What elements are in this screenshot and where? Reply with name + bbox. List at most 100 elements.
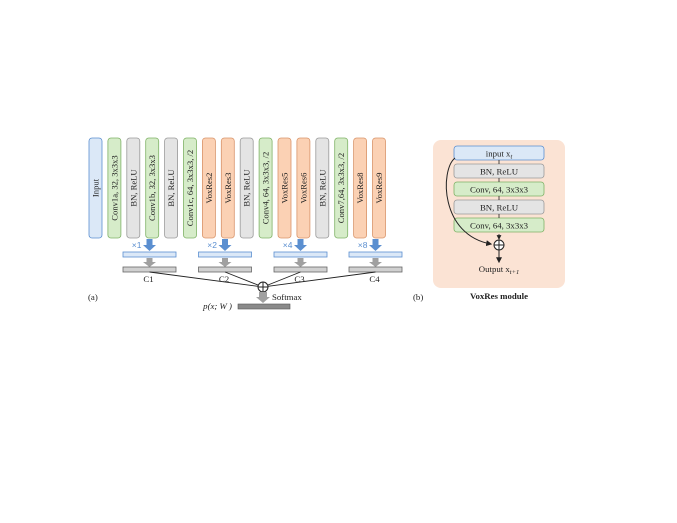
module-block-label: Conv, 64, 3x3x3 bbox=[470, 185, 529, 195]
layer-box bbox=[107, 137, 122, 239]
layer-conv7: Conv7,64, 3x3x3, /2 bbox=[334, 137, 349, 239]
classifier-arrow-head bbox=[218, 262, 232, 267]
upsampled-feature-bar bbox=[198, 251, 252, 258]
classifier-bar bbox=[273, 266, 328, 273]
upsample-arrow-head bbox=[218, 245, 232, 251]
fusion-and-softmax: Softmax p(x; W ) bbox=[202, 281, 302, 311]
classifier-label: C2 bbox=[219, 274, 229, 284]
branch-to-sum-line bbox=[267, 271, 376, 287]
layer-label: VoxRes2 bbox=[204, 173, 214, 204]
module-block-label: BN, ReLU bbox=[480, 203, 519, 213]
layer-label: Input bbox=[91, 178, 101, 197]
branch-scale-label: ×1 bbox=[132, 240, 142, 250]
layer-bn2: BN, ReLU bbox=[164, 137, 179, 239]
upsampled-feature-bar bbox=[348, 251, 403, 258]
layer-voxres2: VoxRes2 bbox=[201, 137, 216, 239]
module-block-label: Conv, 64, 3x3x3 bbox=[470, 221, 529, 231]
layer-label: BN, ReLU bbox=[317, 169, 327, 207]
upsample-arrow-shaft bbox=[222, 239, 228, 245]
classifier-arrow-shaft bbox=[146, 258, 153, 262]
classifier-arrow-shaft bbox=[372, 258, 379, 262]
layer-bn3: BN, ReLU bbox=[239, 137, 254, 239]
layer-label: VoxRes8 bbox=[355, 173, 365, 204]
branch-3: ×4C3 bbox=[267, 239, 328, 286]
layer-stack: Input Conv1a, 32, 3x3x3 BN, ReLU Conv1b, 32… bbox=[88, 137, 386, 239]
module-input-label: input xt bbox=[486, 149, 513, 161]
module-block-label: BN, ReLU bbox=[480, 167, 519, 177]
branch-to-sum-line bbox=[267, 271, 301, 286]
classifier-arrow-head bbox=[143, 262, 156, 267]
module-block-1: BN, ReLU bbox=[453, 163, 545, 179]
skip-connection bbox=[445, 157, 493, 247]
panel-a: (a) Input Conv1a, 32, 3x3x3 BN, ReLU Conv1b… bbox=[88, 137, 403, 311]
layer-label: BN, ReLU bbox=[242, 169, 252, 207]
classifier-arrow-head bbox=[369, 262, 382, 267]
upsample-arrow-head bbox=[143, 245, 156, 251]
branch-4: ×8C4 bbox=[267, 239, 403, 287]
output-bar bbox=[237, 303, 291, 310]
module-input-block: input xt bbox=[453, 145, 545, 161]
branch-to-sum-line bbox=[149, 271, 259, 287]
layer-conv4: Conv4, 64, 3x3x3, /2 bbox=[258, 137, 273, 239]
layer-box bbox=[145, 137, 160, 239]
layer-voxres6: VoxRes6 bbox=[296, 137, 311, 239]
layer-box bbox=[201, 137, 216, 239]
layer-conv1a: Conv1a, 32, 3x3x3 bbox=[107, 137, 122, 239]
layer-box bbox=[315, 137, 330, 239]
classifier-arrow-shaft bbox=[222, 258, 228, 262]
layer-box bbox=[334, 137, 349, 239]
softmax-arrow-shaft bbox=[259, 292, 267, 297]
softmax-arrow-head bbox=[256, 297, 270, 303]
layer-box bbox=[88, 137, 103, 239]
layer-box bbox=[296, 137, 311, 239]
branch-2: ×2C2 bbox=[198, 239, 259, 286]
layer-conv1b: Conv1b, 32, 3x3x3 bbox=[145, 137, 160, 239]
layer-input: Input bbox=[88, 137, 103, 239]
layer-label: Conv4, 64, 3x3x3, /2 bbox=[261, 152, 271, 225]
upsample-arrow-shaft bbox=[372, 239, 379, 245]
panel-a-label: (a) bbox=[88, 292, 98, 302]
layer-label: VoxRes3 bbox=[223, 173, 233, 204]
upsample-arrow-shaft bbox=[297, 239, 304, 245]
layer-box bbox=[183, 137, 197, 239]
module-block-2: Conv, 64, 3x3x3 bbox=[453, 178, 545, 197]
layer-voxres9: VoxRes9 bbox=[372, 137, 386, 239]
classifier-arrow-shaft bbox=[297, 258, 304, 262]
layer-label: BN, ReLU bbox=[128, 169, 138, 207]
layer-label: VoxRes9 bbox=[374, 173, 384, 204]
layer-box bbox=[126, 137, 141, 239]
layer-voxres3: VoxRes3 bbox=[220, 137, 235, 239]
upsample-arrow-shaft bbox=[146, 239, 153, 245]
layer-box bbox=[353, 137, 368, 239]
branch-scale-label: ×4 bbox=[283, 240, 293, 250]
classifier-bar bbox=[122, 266, 177, 273]
layer-box bbox=[258, 137, 273, 239]
branch-to-sum-line bbox=[224, 271, 259, 286]
layer-label: Conv7,64, 3x3x3, /2 bbox=[336, 153, 346, 223]
classifier-arrow-head bbox=[294, 262, 307, 267]
layer-label: VoxRes6 bbox=[298, 172, 308, 204]
branch-scale-label: ×2 bbox=[207, 240, 217, 250]
classifier-label: C1 bbox=[143, 274, 153, 284]
layer-bn1: BN, ReLU bbox=[126, 137, 141, 239]
classifier-label: C4 bbox=[369, 274, 380, 284]
layer-conv1c: Conv1c, 64, 3x3x3, /2 bbox=[183, 137, 197, 239]
layer-label: VoxRes5 bbox=[280, 173, 290, 204]
output-label: p(x; W ) bbox=[202, 301, 232, 311]
layer-voxres8: VoxRes8 bbox=[353, 137, 368, 239]
module-block-4: Conv, 64, 3x3x3 bbox=[453, 214, 545, 233]
layer-box bbox=[220, 137, 235, 239]
upsampled-feature-bar bbox=[122, 251, 177, 258]
layer-box bbox=[372, 137, 386, 239]
branch-1: ×1C1 bbox=[122, 239, 259, 287]
classifier-bar bbox=[348, 266, 403, 273]
upsampled-feature-bar bbox=[273, 251, 328, 258]
layer-box bbox=[277, 137, 292, 239]
layer-label: Conv1a, 32, 3x3x3 bbox=[109, 155, 119, 220]
layer-voxres5: VoxRes5 bbox=[277, 137, 292, 239]
layer-label: Conv1b, 32, 3x3x3 bbox=[147, 155, 157, 221]
upsample-arrow-head bbox=[294, 245, 307, 251]
upsample-arrow-head bbox=[369, 245, 382, 251]
